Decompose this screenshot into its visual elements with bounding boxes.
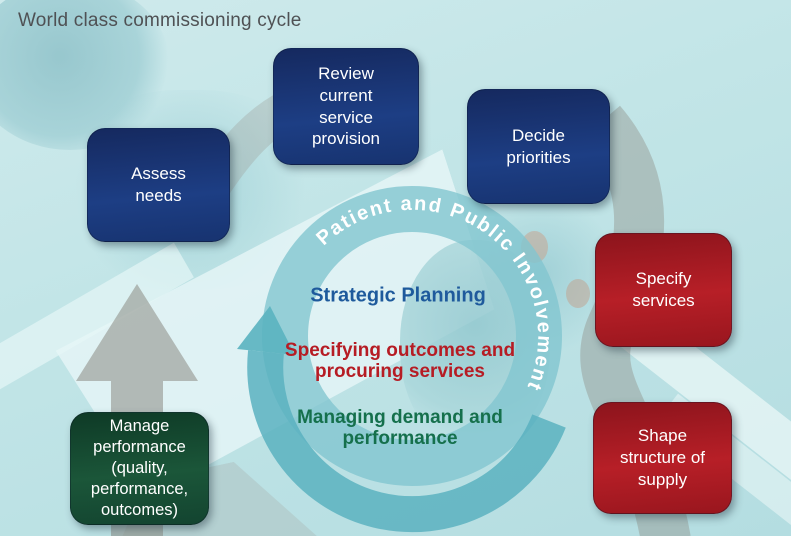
box-decide-priorities: Decide priorities	[467, 89, 610, 204]
box-specify-services: Specify services	[595, 233, 732, 347]
box-specify-services-label: Specify services	[632, 269, 695, 310]
box-decide-priorities-label: Decide priorities	[506, 125, 571, 167]
box-manage-performance-label: Manage performance (quality, performance…	[90, 416, 189, 520]
box-assess-needs-label: Assess needs	[131, 164, 186, 205]
label-specifying-outcomes: Specifying outcomes and procuring servic…	[284, 340, 516, 382]
box-review-label: Review current service provision	[311, 64, 381, 149]
box-manage-performance: Manage performance (quality, performance…	[70, 412, 209, 525]
box-assess-needs: Assess needs	[87, 128, 230, 242]
label-managing-demand: Managing demand and performance	[297, 407, 503, 449]
box-shape-structure-of-supply: Shape structure of supply	[593, 402, 732, 514]
box-shape-structure-label: Shape structure of supply	[619, 426, 706, 489]
label-strategic-planning: Strategic Planning	[310, 284, 486, 307]
box-review-current-service-provision: Review current service provision	[273, 48, 419, 165]
page-title: World class commissioning cycle	[18, 10, 302, 31]
